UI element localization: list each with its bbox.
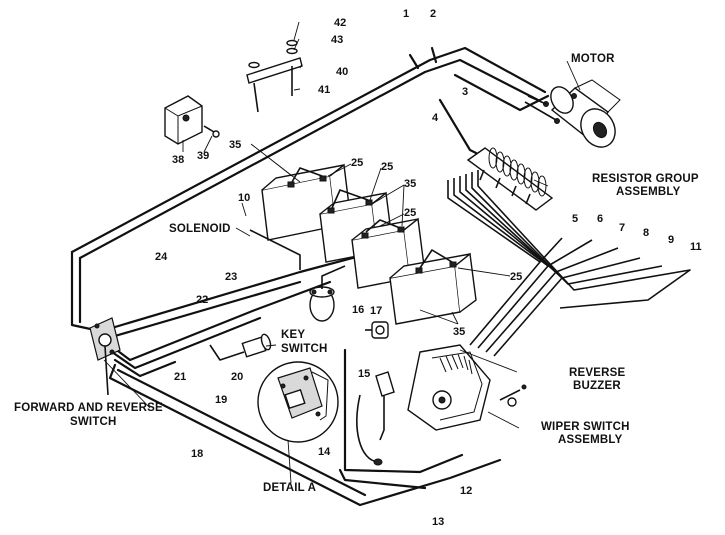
callout-4: 4 bbox=[432, 112, 439, 124]
main-cable-harness bbox=[70, 46, 550, 507]
battery-4 bbox=[389, 252, 477, 325]
callout-leaders bbox=[103, 21, 581, 484]
label-detail-a: DETAIL A bbox=[263, 482, 316, 494]
callout-20: 20 bbox=[231, 371, 243, 383]
callout-25-c: 25 bbox=[404, 207, 416, 219]
callout-43: 43 bbox=[331, 34, 343, 46]
callout-35-b: 35 bbox=[404, 178, 416, 190]
motor bbox=[524, 79, 621, 148]
label-motor: MOTOR bbox=[571, 53, 615, 65]
battery-pack bbox=[249, 163, 477, 325]
callout-15: 15 bbox=[358, 368, 370, 380]
solenoid bbox=[309, 265, 346, 322]
callout-38: 38 bbox=[172, 154, 184, 166]
callout-25-d: 25 bbox=[510, 271, 522, 283]
callout-40: 40 bbox=[336, 66, 348, 78]
label-key-switch-1: KEY bbox=[281, 329, 305, 341]
callout-25-b: 25 bbox=[381, 161, 393, 173]
wiper-switch-assembly bbox=[356, 344, 527, 466]
callout-35-c: 35 bbox=[453, 326, 465, 338]
callout-35-a: 35 bbox=[229, 139, 241, 151]
callout-16: 16 bbox=[352, 304, 364, 316]
callout-10: 10 bbox=[238, 192, 250, 204]
callout-2: 2 bbox=[430, 8, 436, 20]
callout-42: 42 bbox=[334, 17, 346, 29]
callout-41: 41 bbox=[318, 84, 330, 96]
callout-11: 11 bbox=[690, 241, 702, 253]
label-wiper-switch-1: WIPER SWITCH bbox=[541, 421, 630, 433]
callout-22: 22 bbox=[196, 294, 208, 306]
callout-25-a: 25 bbox=[351, 157, 363, 169]
callout-14: 14 bbox=[318, 446, 331, 458]
label-forward-reverse-2: SWITCH bbox=[70, 416, 117, 428]
callout-8: 8 bbox=[643, 227, 649, 239]
component-labels: MOTOR RESISTOR GROUP ASSEMBLY SOLENOID K… bbox=[14, 53, 699, 494]
detail-a-callout bbox=[257, 361, 339, 443]
callout-9: 9 bbox=[668, 234, 674, 246]
callout-39: 39 bbox=[197, 150, 209, 162]
label-forward-reverse-1: FORWARD AND REVERSE bbox=[14, 402, 163, 414]
callout-12: 12 bbox=[460, 485, 472, 497]
callout-numbers: 1 2 3 4 5 6 7 8 9 10 11 12 13 14 15 16 1… bbox=[155, 8, 702, 528]
key-switch bbox=[209, 333, 272, 361]
callout-3: 3 bbox=[462, 86, 468, 98]
callout-23: 23 bbox=[225, 271, 237, 283]
label-resistor-group-2: ASSEMBLY bbox=[616, 186, 681, 198]
label-reverse-buzzer-1: REVERSE bbox=[569, 367, 625, 379]
callout-1: 1 bbox=[403, 8, 409, 20]
callout-24: 24 bbox=[155, 251, 168, 263]
forward-reverse-switch bbox=[89, 317, 121, 396]
callout-6: 6 bbox=[597, 213, 603, 225]
resistor-leads bbox=[447, 170, 691, 357]
label-solenoid: SOLENOID bbox=[169, 223, 231, 235]
label-resistor-group-1: RESISTOR GROUP bbox=[592, 173, 699, 185]
callout-13: 13 bbox=[432, 516, 444, 528]
callout-18: 18 bbox=[191, 448, 203, 460]
callout-19: 19 bbox=[215, 394, 227, 406]
label-wiper-switch-2: ASSEMBLY bbox=[558, 434, 623, 446]
label-reverse-buzzer-2: BUZZER bbox=[573, 380, 621, 392]
reverse-buzzer bbox=[365, 321, 389, 339]
callout-21: 21 bbox=[174, 371, 186, 383]
resistor-group-assembly bbox=[466, 147, 554, 211]
callout-5: 5 bbox=[572, 213, 578, 225]
callout-7: 7 bbox=[619, 222, 625, 234]
callout-17: 17 bbox=[370, 305, 382, 317]
label-key-switch-2: SWITCH bbox=[281, 343, 328, 355]
mounting-hardware bbox=[164, 39, 303, 145]
